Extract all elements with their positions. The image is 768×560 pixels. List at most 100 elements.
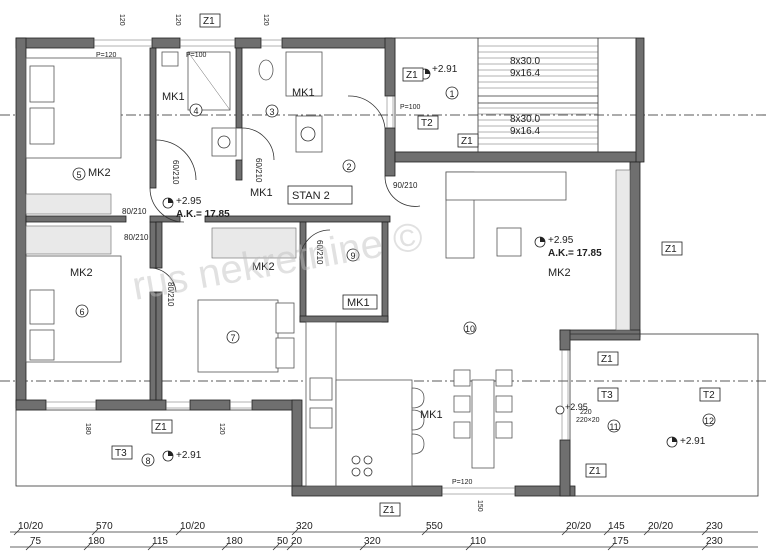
dimension-value: 570 [96,521,113,532]
svg-text:9x16.4: 9x16.4 [510,126,540,137]
tv-unit [615,169,631,331]
svg-text:A.K.= 17.85: A.K.= 17.85 [548,248,602,259]
door-swings [149,95,421,293]
dimension-value: 550 [426,521,443,532]
wall-tags: Z1 Z1 T2 Z1 Z1 Z1 T3 T2 Z1 Z1 T3 Z1 [111,13,721,517]
room-numbers: 1 2 3 4 5 6 7 8 9 10 11 12 [72,86,716,467]
svg-text:220×20: 220×20 [576,417,600,424]
room-4-number: 4 [193,106,198,116]
terrace-east [569,333,759,497]
svg-text:+2.91: +2.91 [176,450,202,461]
svg-text:+2.95: +2.95 [565,402,588,412]
finish-room5: MK2 [88,167,111,179]
dimension-value: 180 [88,536,105,547]
dimension-value: 20/20 [566,521,591,532]
stair-labels: 8x30.0 9x16.4 8x30.0 9x16.4 [510,56,540,137]
finish-labels: MK1 MK1 MK1 MK2 MK2 MK2 MK1 MK1 MK2 [70,87,571,421]
dimension-value: 320 [364,536,381,547]
finish-room3: MK1 [292,87,315,99]
level-marker-terrace-door: +2.95 [555,402,588,415]
stairwell [394,37,637,153]
dimension-tick [643,528,651,536]
level-marker-terrace-south: +2.91 [162,450,202,462]
dimension-tick [13,528,21,536]
svg-text:A.K.= 17.85: A.K.= 17.85 [176,209,230,220]
room-2-number: 2 [346,162,351,172]
dimension-value: 175 [612,536,629,547]
svg-text:T2: T2 [421,118,433,129]
dimension-tick [25,543,33,551]
wardrobe-room5 [25,193,112,215]
dimension-value: 75 [30,536,42,547]
finish-room7: MK2 [252,261,275,273]
svg-text:P=100: P=100 [400,104,421,111]
dimension-value: 20/20 [648,521,673,532]
sofa [445,171,567,259]
finish-living-room: MK2 [548,267,571,279]
finish-room4: MK1 [162,91,185,103]
svg-text:60/210: 60/210 [315,240,324,265]
bed-room5 [25,57,122,159]
apartment-name: STAN 2 [292,190,330,202]
opening-labels: 80/210 80/210 90/210 60/210 60/210 60/21… [84,14,600,512]
dimension-value: 20 [291,536,303,547]
dimension-tick [91,528,99,536]
room-8-number: 8 [145,456,150,466]
finish-room6: MK2 [70,267,93,279]
dimension-value: 180 [226,536,243,547]
coffee-table [496,227,522,257]
svg-text:P=120: P=120 [452,479,473,486]
kitchen-counter [305,321,413,487]
dimension-tick [421,528,429,536]
svg-text:8x30.0: 8x30.0 [510,56,540,67]
room-3-number: 3 [269,107,274,117]
interior-walls [25,47,391,401]
dimension-value: 110 [470,536,486,547]
hob-ring [363,455,373,465]
svg-text:T2: T2 [703,390,715,401]
svg-text:Z1: Z1 [665,244,677,255]
svg-text:P=100: P=100 [186,52,207,59]
svg-text:Z1: Z1 [406,70,418,81]
dimension-tick [221,543,229,551]
dimension-value: 10/20 [18,521,43,532]
svg-text:+2.91: +2.91 [680,436,706,447]
level-marker-terrace-east: +2.91 [666,436,706,448]
dimension-tick [175,528,183,536]
dimension-lines [10,531,758,548]
dimension-value: 230 [706,521,723,532]
wardrobe-room7 [211,227,297,259]
svg-text:+2.95: +2.95 [176,196,202,207]
dimension-value: 320 [296,521,313,532]
dimension-tick [83,543,91,551]
svg-text:Z1: Z1 [155,422,167,433]
svg-text:80/210: 80/210 [166,282,175,307]
dimension-tick [701,543,709,551]
svg-text:150: 150 [476,500,483,512]
svg-text:Z1: Z1 [461,136,473,147]
terrace-south [15,409,293,487]
svg-text:Z1: Z1 [383,505,395,516]
bar-stools [411,387,425,455]
level-marker-living: +2.95 A.K.= 17.85 [534,235,602,259]
svg-text:P=120: P=120 [96,52,117,59]
svg-text:T3: T3 [115,448,127,459]
room-1-number: 1 [449,89,454,99]
svg-text:T3: T3 [601,390,613,401]
hob-ring [351,455,361,465]
bed-room7 [197,299,295,373]
bathroom-3-fixtures [258,51,323,153]
svg-text:120: 120 [218,423,225,435]
svg-text:Z1: Z1 [601,354,613,365]
dimension-tick [147,543,155,551]
dimension-tick [561,528,569,536]
svg-text:120: 120 [118,14,125,26]
room-11-number: 11 [609,422,618,432]
svg-text:120: 120 [262,14,269,26]
dimension-tick [359,543,367,551]
dimension-value: 230 [706,536,723,547]
svg-text:60/210: 60/210 [254,158,263,183]
bed-room6 [25,255,122,363]
